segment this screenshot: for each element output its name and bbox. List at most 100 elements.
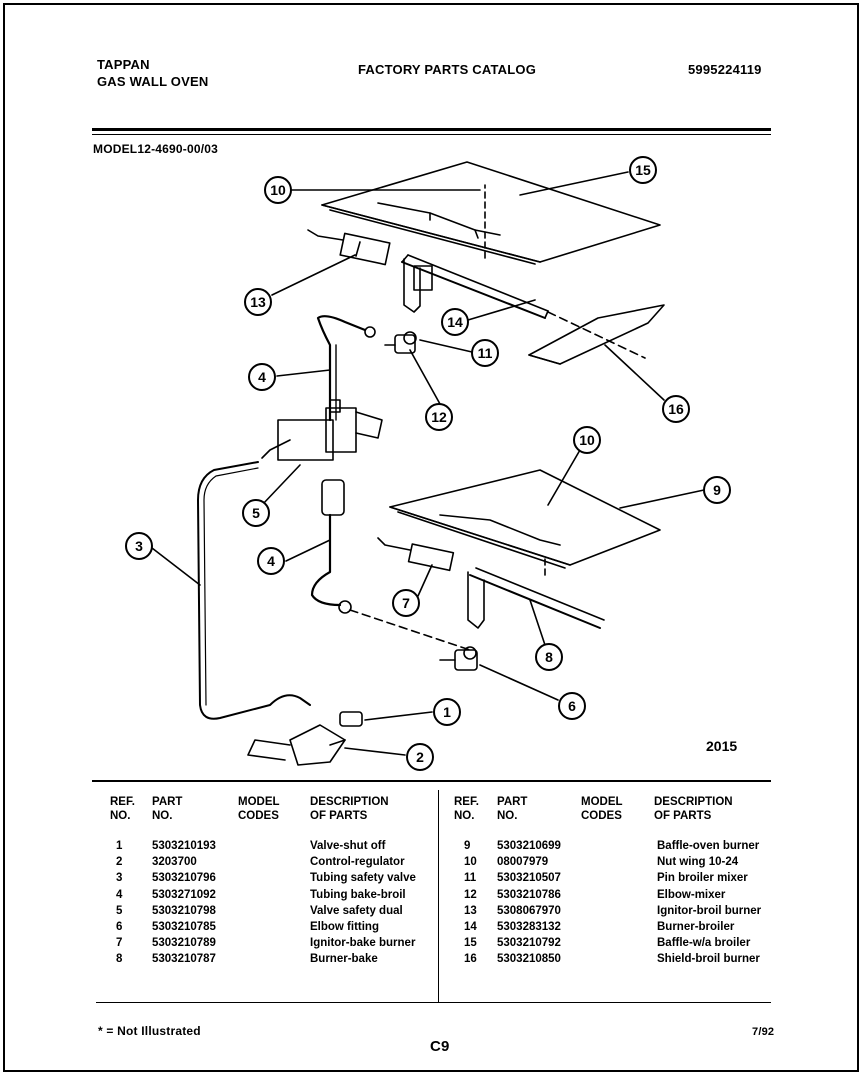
ref-cell: 16 [464, 953, 477, 966]
callout-10-upper: 10 [270, 182, 286, 198]
callout-11: 11 [478, 345, 493, 361]
header-ref-left: REF.NO. [110, 796, 135, 822]
elbow-mixer-upper-part [384, 331, 417, 354]
description-cell: Valve-shut off [310, 840, 386, 852]
part-number-cell: 5303210785 [152, 921, 216, 933]
ref-cell: 7 [116, 937, 123, 950]
part-number-cell: 3203700 [152, 856, 197, 869]
part-number-cell: 5303283132 [497, 921, 561, 933]
ref-cell: 9 [464, 840, 471, 852]
page-frame [3, 3, 859, 1072]
part-number-cell: 5303210787 [152, 953, 216, 966]
model-number: MODEL12-4690-00/03 [93, 142, 218, 156]
catalog-title: FACTORY PARTS CATALOG [358, 62, 537, 77]
part-number-cell: 5303210507 [497, 872, 561, 885]
description-cell: Baffle-oven burner [657, 840, 760, 852]
callout-4-lower: 4 [267, 553, 275, 569]
part-number-cell: 08007979 [497, 856, 549, 869]
description-cell: Ignitor-broil burner [657, 904, 762, 917]
description-cell: Nut wing 10-24 [657, 856, 739, 869]
callout-labels: 10 15 13 14 11 12 16 4 5 10 9 3 4 7 8 6 … [135, 162, 721, 765]
header-rule-thin [92, 134, 771, 135]
table-column-divider [438, 790, 439, 1002]
ref-cell: 14 [464, 921, 477, 933]
callout-1: 1 [443, 704, 451, 720]
ref-cell: 11 [464, 872, 477, 885]
callout-7: 7 [402, 595, 410, 611]
ref-cell: 12 [464, 888, 477, 901]
description-cell: Valve safety dual [310, 904, 403, 917]
baffle-broiler-part [321, 161, 661, 265]
part-number-cell: 5303210786 [497, 888, 561, 901]
header-rule [92, 128, 771, 131]
page-code: C9 [430, 1038, 450, 1055]
figure-number: 2015 [706, 738, 737, 754]
ref-cell: 3 [116, 872, 123, 885]
callout-16: 16 [668, 401, 684, 417]
description-cell: Control-regulator [310, 856, 405, 869]
callout-13: 13 [250, 294, 266, 310]
part-number-cell: 5303210796 [152, 872, 216, 885]
callout-10-lower: 10 [579, 432, 595, 448]
description-cell: Baffle-w/a broiler [657, 937, 751, 950]
part-number-cell: 5303210193 [152, 840, 216, 852]
part-number-cell: 5303210850 [497, 953, 561, 966]
ignitor-broil-part [307, 229, 391, 266]
callout-5: 5 [252, 505, 260, 521]
burner-broiler-part [401, 254, 549, 319]
description-cell: Ignitor-bake burner [310, 937, 416, 950]
ref-cell: 8 [116, 953, 123, 966]
product-type: GAS WALL OVEN [97, 74, 209, 89]
ref-cell: 13 [464, 904, 477, 917]
part-number-cell: 5308067970 [497, 904, 561, 917]
callout-4-upper: 4 [258, 369, 266, 385]
catalog-number: 5995224119 [688, 62, 762, 77]
part-number-cell: 5303210792 [497, 937, 561, 950]
revision-date: 7/92 [752, 1026, 775, 1038]
ref-cell: 4 [116, 888, 123, 901]
callout-12: 12 [431, 409, 447, 425]
ref-cell: 6 [116, 921, 123, 933]
ignitor-bake-part [377, 537, 455, 572]
footnote-not-illustrated: * = Not Illustrated [98, 1024, 201, 1038]
callout-3: 3 [135, 538, 143, 554]
callout-9: 9 [713, 482, 721, 498]
ref-cell: 2 [116, 856, 123, 869]
ref-cell: 10 [464, 856, 477, 869]
description-cell: Pin broiler mixer [657, 872, 748, 885]
elbow-fitting-part [439, 646, 478, 671]
header-ref-right: REF.NO. [454, 796, 479, 822]
description-cell: Elbow-mixer [657, 888, 726, 901]
part-number-cell: 5303210789 [152, 937, 216, 950]
brand-name: TAPPAN [97, 57, 150, 72]
shutoff-valve-part [339, 711, 363, 727]
control-regulator-part [247, 724, 346, 766]
callout-2: 2 [416, 749, 424, 765]
callout-15: 15 [635, 162, 651, 178]
safety-valve-dual-part [261, 399, 383, 461]
part-number-cell: 5303210798 [152, 904, 216, 917]
callout-14: 14 [447, 314, 463, 330]
description-cell: Burner-bake [310, 953, 378, 966]
description-cell: Burner-broiler [657, 921, 735, 933]
description-cell: Shield-broil burner [657, 953, 760, 966]
part-number-cell: 5303210699 [497, 840, 561, 852]
ref-cell: 1 [116, 840, 123, 852]
callout-6: 6 [568, 698, 576, 714]
ref-cell: 15 [464, 937, 477, 950]
ref-cell: 5 [116, 904, 123, 917]
description-cell: Elbow fitting [310, 921, 379, 933]
description-cell: Tubing bake-broil [310, 888, 406, 901]
callout-8: 8 [545, 649, 553, 665]
part-number-cell: 5303271092 [152, 888, 216, 901]
burner-bake-part [467, 567, 605, 629]
baffle-oven-burner-part [389, 469, 661, 569]
description-cell: Tubing safety valve [310, 872, 416, 885]
